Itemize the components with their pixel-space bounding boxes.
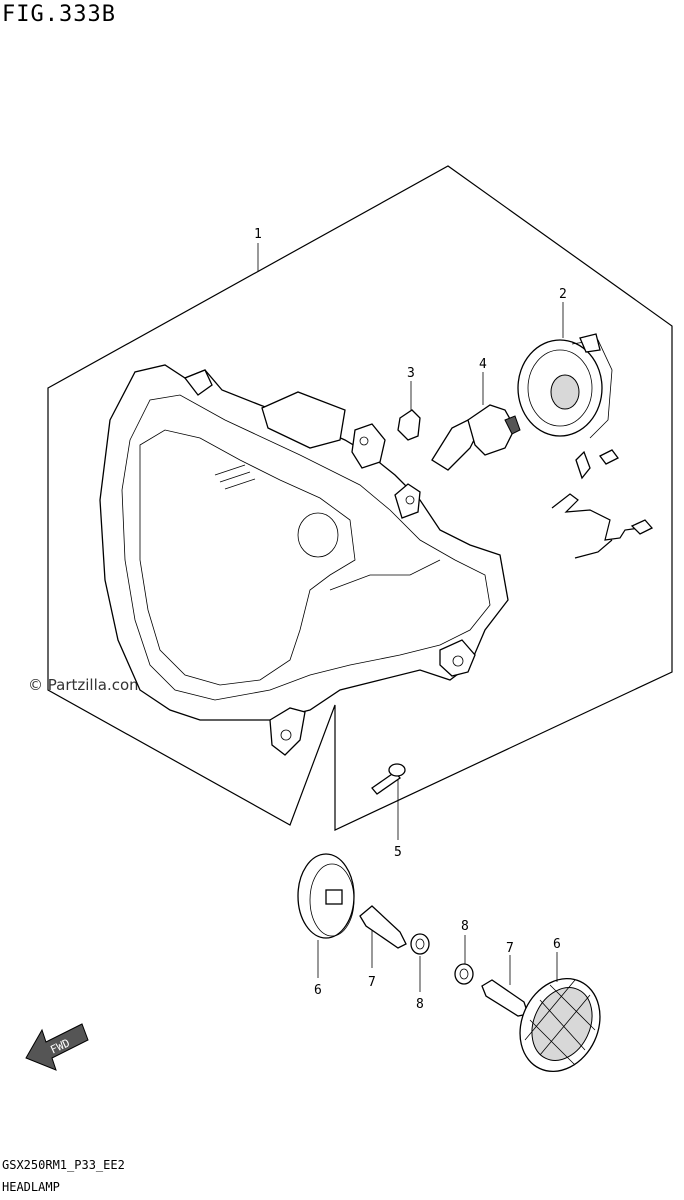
- leader-lines: [257, 243, 564, 992]
- callout-7-right: 7: [506, 941, 514, 956]
- wire-spring[interactable]: [551, 493, 641, 559]
- watermark: © Partzilla.com: [28, 676, 144, 694]
- socket-cover[interactable]: [517, 333, 613, 439]
- callout-6-left: 6: [314, 983, 322, 998]
- callout-1: 1: [254, 227, 262, 242]
- assembly-boundary: [47, 165, 673, 831]
- screw-5[interactable]: [371, 763, 406, 795]
- callout-6-right: 6: [553, 937, 561, 952]
- adjuster-bolt-left[interactable]: [359, 905, 407, 949]
- adjuster-cap-right[interactable]: [505, 965, 614, 1084]
- headlamp-housing[interactable]: [99, 364, 509, 756]
- callout-4: 4: [479, 357, 487, 372]
- figure-title: FIG.333B: [2, 2, 116, 27]
- washer-right[interactable]: [454, 963, 474, 985]
- headlamp-bulb[interactable]: [431, 404, 521, 471]
- callout-8-left: 8: [416, 997, 424, 1012]
- footer-figure-name: HEADLAMP: [2, 1180, 60, 1194]
- adjuster-bolt-right[interactable]: [481, 979, 529, 1017]
- mount-bracket[interactable]: [575, 449, 619, 480]
- callout-3: 3: [407, 366, 415, 381]
- footer-model-code: GSX250RM1_P33_EE2: [2, 1158, 125, 1172]
- bulb-clip[interactable]: [397, 409, 421, 441]
- callout-2: 2: [559, 287, 567, 302]
- callout-5: 5: [394, 845, 402, 860]
- fwd-arrow: FWD: [25, 1023, 89, 1071]
- callout-8-right: 8: [461, 919, 469, 934]
- adjuster-cap-left[interactable]: [297, 853, 355, 939]
- wire-screw[interactable]: [630, 519, 654, 535]
- washer-left[interactable]: [410, 933, 430, 955]
- callout-7-left: 7: [368, 975, 376, 990]
